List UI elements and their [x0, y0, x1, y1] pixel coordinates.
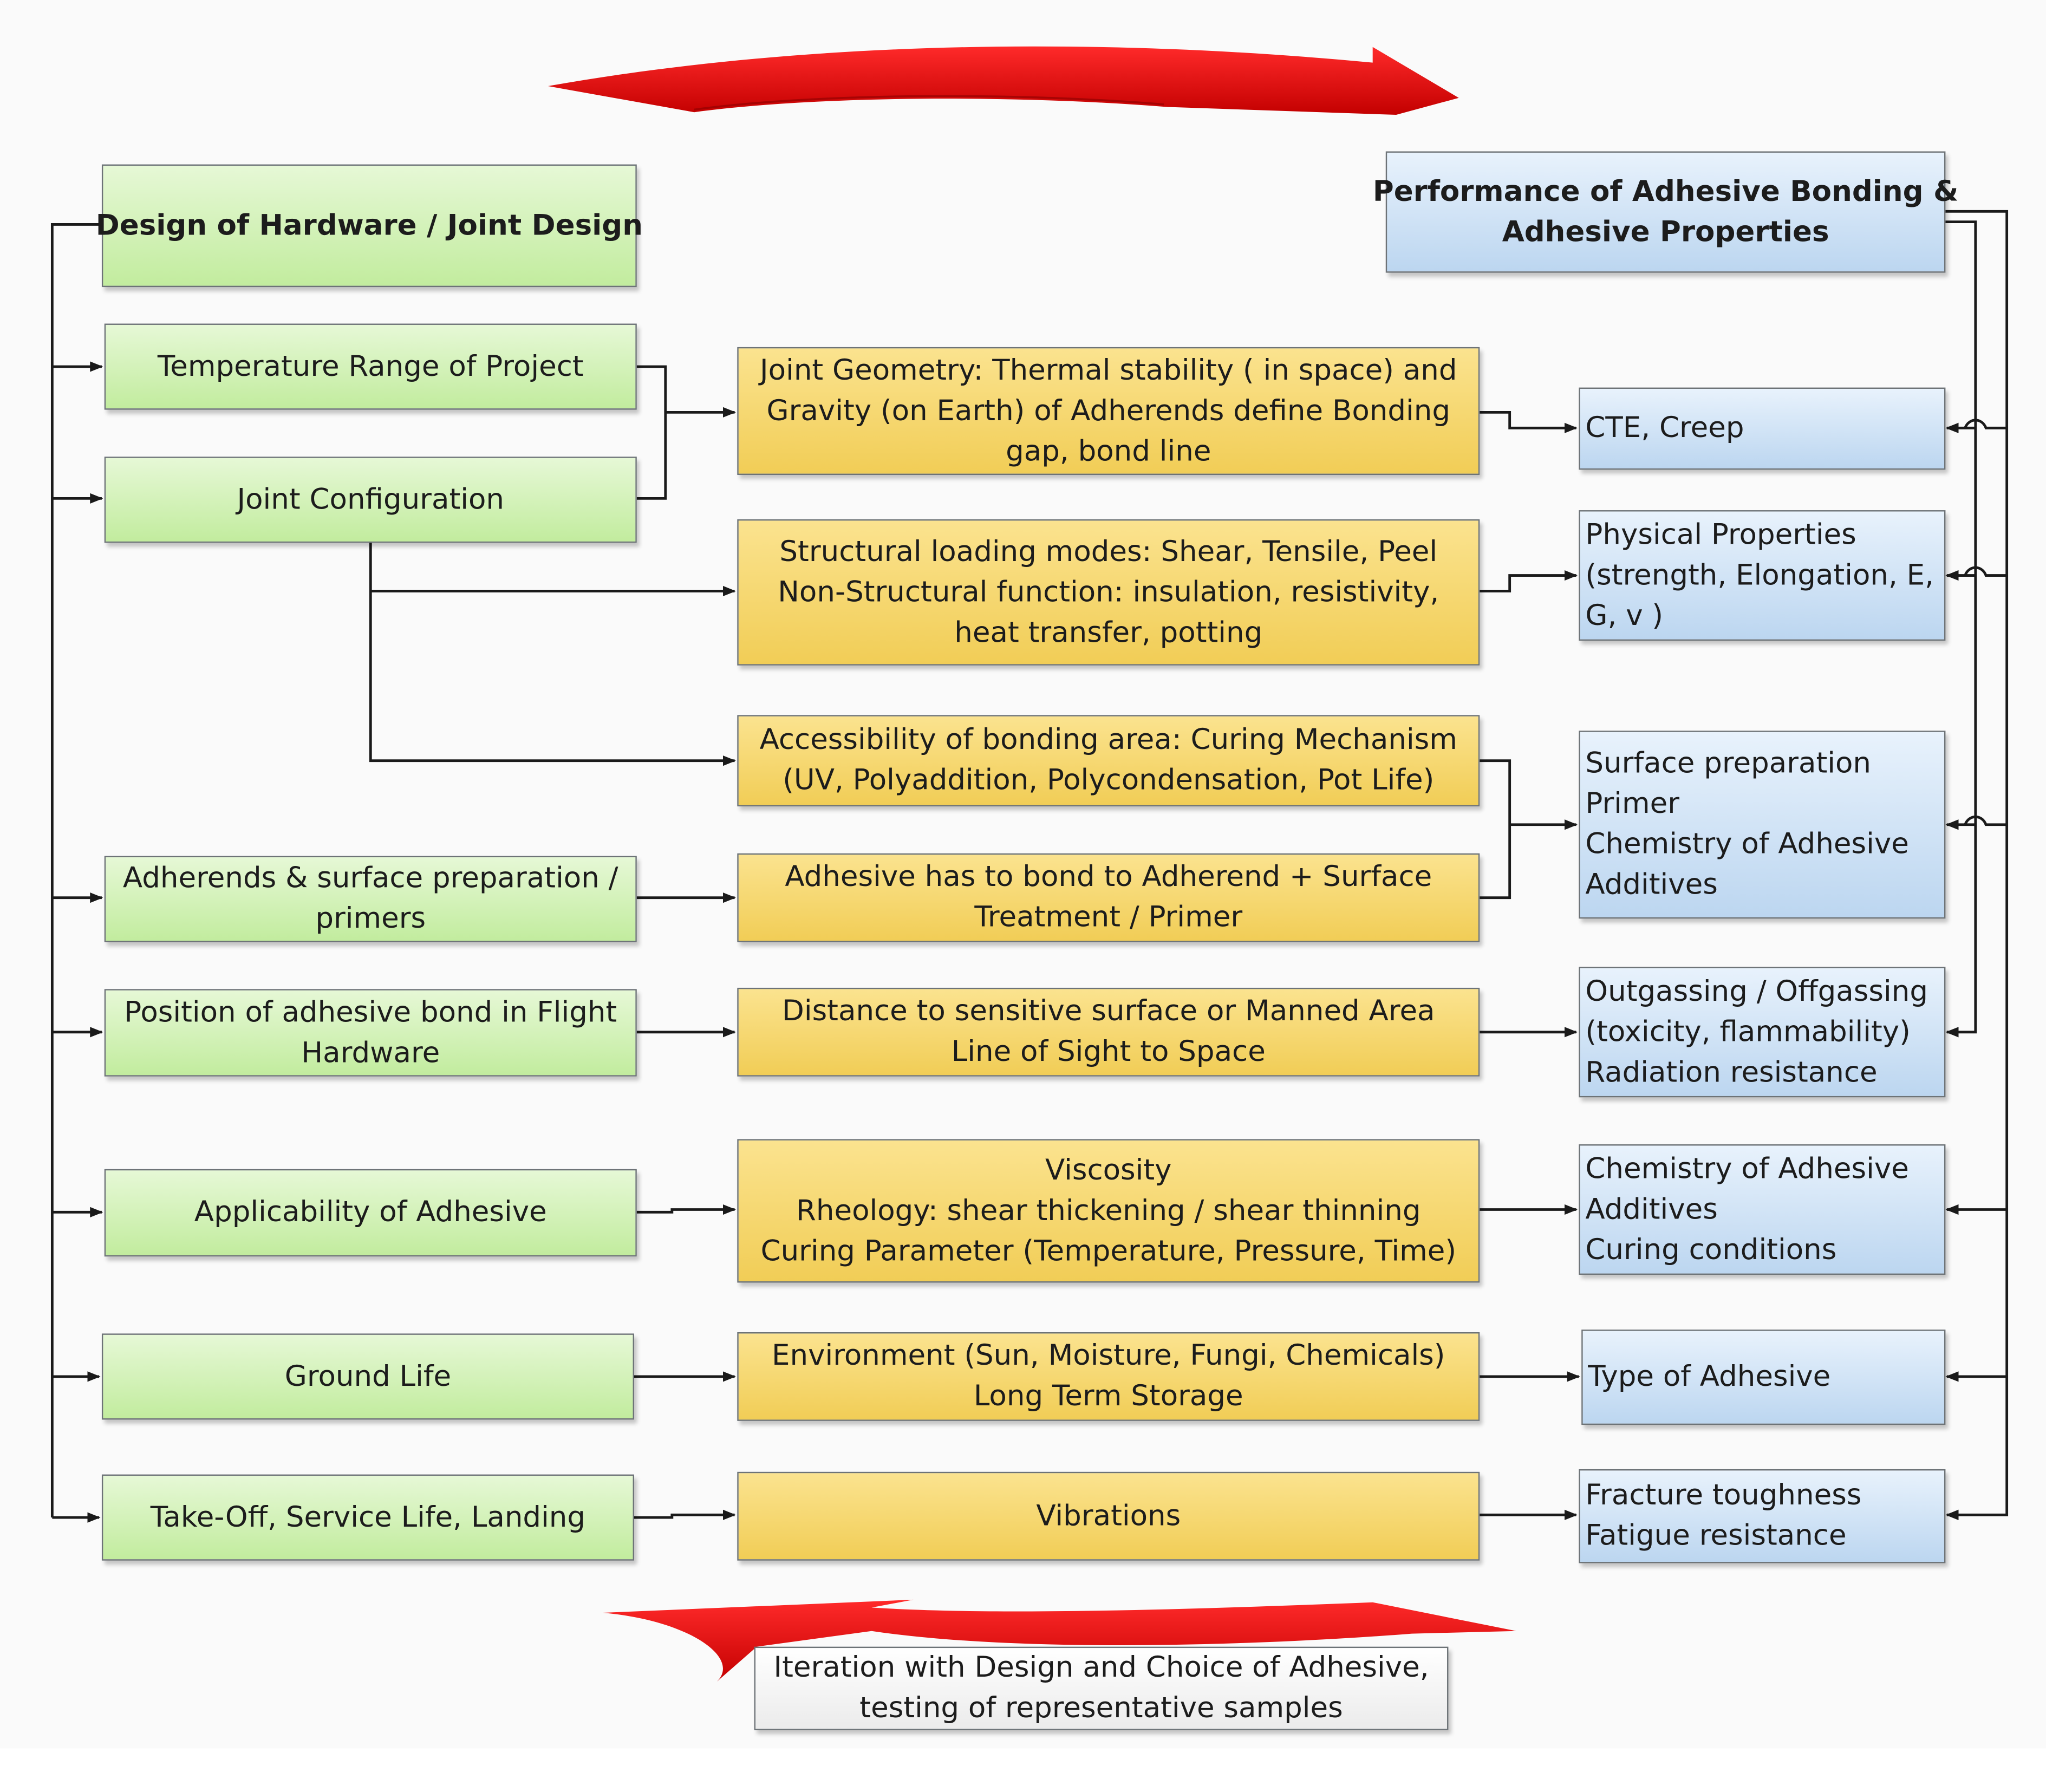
bond-position-box: Position of adhesive bond in Flight Hard…	[104, 989, 637, 1077]
left-feed-connectors	[50, 223, 103, 1523]
temperature-range-box: Temperature Range of Project	[104, 323, 637, 410]
distance-box: Distance to sensitive surface or Manned …	[737, 987, 1480, 1077]
adhesive-bond-box: Adhesive has to bond to Adherend + Surfa…	[737, 853, 1480, 942]
outgassing-box: Outgassing / Offgassing (toxicity, flamm…	[1579, 967, 1946, 1098]
environment-box: Environment (Sun, Moisture, Fungi, Chemi…	[737, 1332, 1480, 1421]
joint-geometry-box: Joint Geometry: Thermal stability ( in s…	[737, 347, 1480, 475]
chemistry-curing-box: Chemistry of Adhesive Additives Curing c…	[1579, 1144, 1946, 1275]
right-feedback-connectors	[1945, 210, 2009, 1520]
cte-creep-box: CTE, Creep	[1579, 387, 1946, 470]
top-iteration-arrow	[548, 46, 1459, 115]
accessibility-box: Accessibility of bonding area: Curing Me…	[737, 715, 1480, 807]
loading-modes-box: Structural loading modes: Shear, Tensile…	[737, 519, 1480, 666]
ground-life-box: Ground Life	[101, 1333, 634, 1420]
viscosity-box: Viscosity Rheology: shear thickening / s…	[737, 1139, 1480, 1283]
surface-chemistry-box: Surface preparation Primer Chemistry of …	[1579, 731, 1946, 919]
fracture-fatigue-box: Fracture toughness Fatigue resistance	[1579, 1469, 1946, 1563]
middle-to-right-connectors	[1480, 410, 1580, 1520]
physical-properties-box: Physical Properties (strength, Elongatio…	[1579, 510, 1946, 641]
adherends-box: Adherends & surface preparation / primer…	[104, 856, 637, 942]
iteration-note: Iteration with Design and Choice of Adhe…	[754, 1646, 1449, 1730]
vibrations-box: Vibrations	[737, 1471, 1480, 1561]
bottom-iteration-arrow	[603, 1599, 1516, 1684]
hardware-design-title: Design of Hardware / Joint Design	[96, 164, 643, 288]
applicability-box: Applicability of Adhesive	[104, 1169, 637, 1257]
adhesive-type-box: Type of Adhesive	[1581, 1330, 1946, 1425]
service-life-box: Take-Off, Service Life, Landing	[101, 1474, 634, 1561]
left-to-middle-connectors	[369, 365, 736, 1520]
joint-configuration-box: Joint Configuration	[104, 457, 637, 543]
performance-title: Performance of Adhesive Bonding & Adhesi…	[1373, 151, 1958, 273]
